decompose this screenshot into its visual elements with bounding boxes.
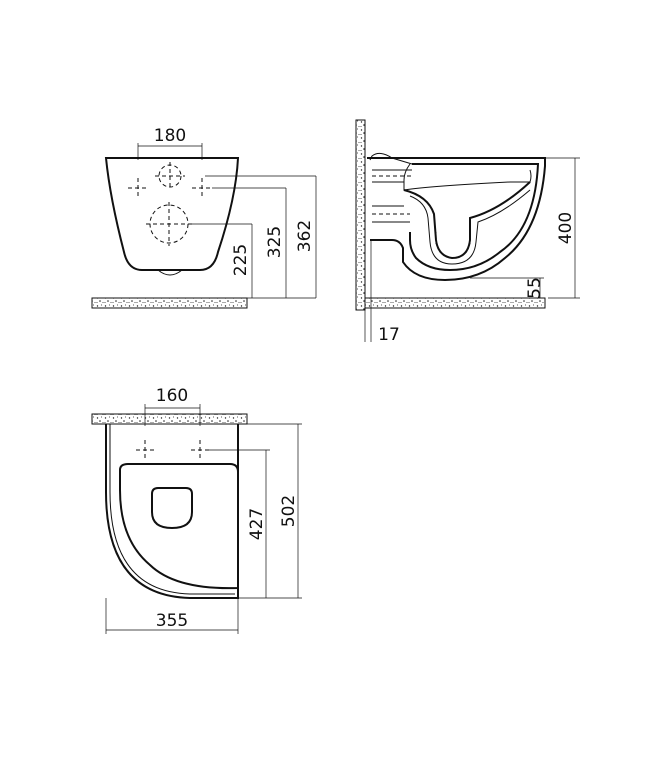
front-floor — [91, 297, 248, 309]
front-bolt-left — [128, 178, 148, 198]
front-bowl-outline — [104, 157, 240, 271]
side-floor — [364, 297, 546, 309]
top-bolt-right — [191, 440, 209, 460]
side-bowl-outer — [367, 157, 546, 282]
front-outlet — [157, 269, 183, 276]
top-basin — [151, 487, 193, 530]
side-view: 400 55 17 — [355, 119, 580, 345]
side-seat — [369, 152, 413, 165]
side-rim — [403, 163, 532, 191]
side-trap — [435, 232, 471, 244]
top-seat-outline — [119, 463, 239, 590]
top-dim-502: 502 — [279, 495, 299, 527]
side-basin — [403, 181, 531, 260]
front-dim-325: 325 — [265, 226, 285, 258]
side-inlet-pipe — [372, 169, 412, 223]
front-view: 180 225 325 362 — [91, 126, 317, 309]
top-dim-160: 160 — [156, 386, 188, 406]
front-dim-362: 362 — [295, 220, 315, 252]
side-dim-17: 17 — [378, 325, 400, 345]
side-wall — [355, 119, 366, 311]
side-basin-inner — [409, 189, 531, 265]
top-wall — [91, 413, 248, 425]
side-dim-55: 55 — [525, 277, 545, 299]
front-dim-225: 225 — [231, 244, 251, 276]
top-view: 160 427 502 355 — [91, 386, 302, 634]
top-bowl-outer-inner-line — [109, 424, 235, 595]
side-dim-400: 400 — [556, 212, 576, 244]
top-dim-355: 355 — [156, 611, 188, 631]
top-dim-427: 427 — [247, 508, 267, 540]
front-dim-180: 180 — [154, 126, 186, 146]
side-bowl-inner — [409, 163, 540, 272]
front-bolt-right — [192, 178, 212, 198]
top-bolt-left — [136, 440, 154, 460]
top-bowl-outer — [105, 424, 239, 599]
